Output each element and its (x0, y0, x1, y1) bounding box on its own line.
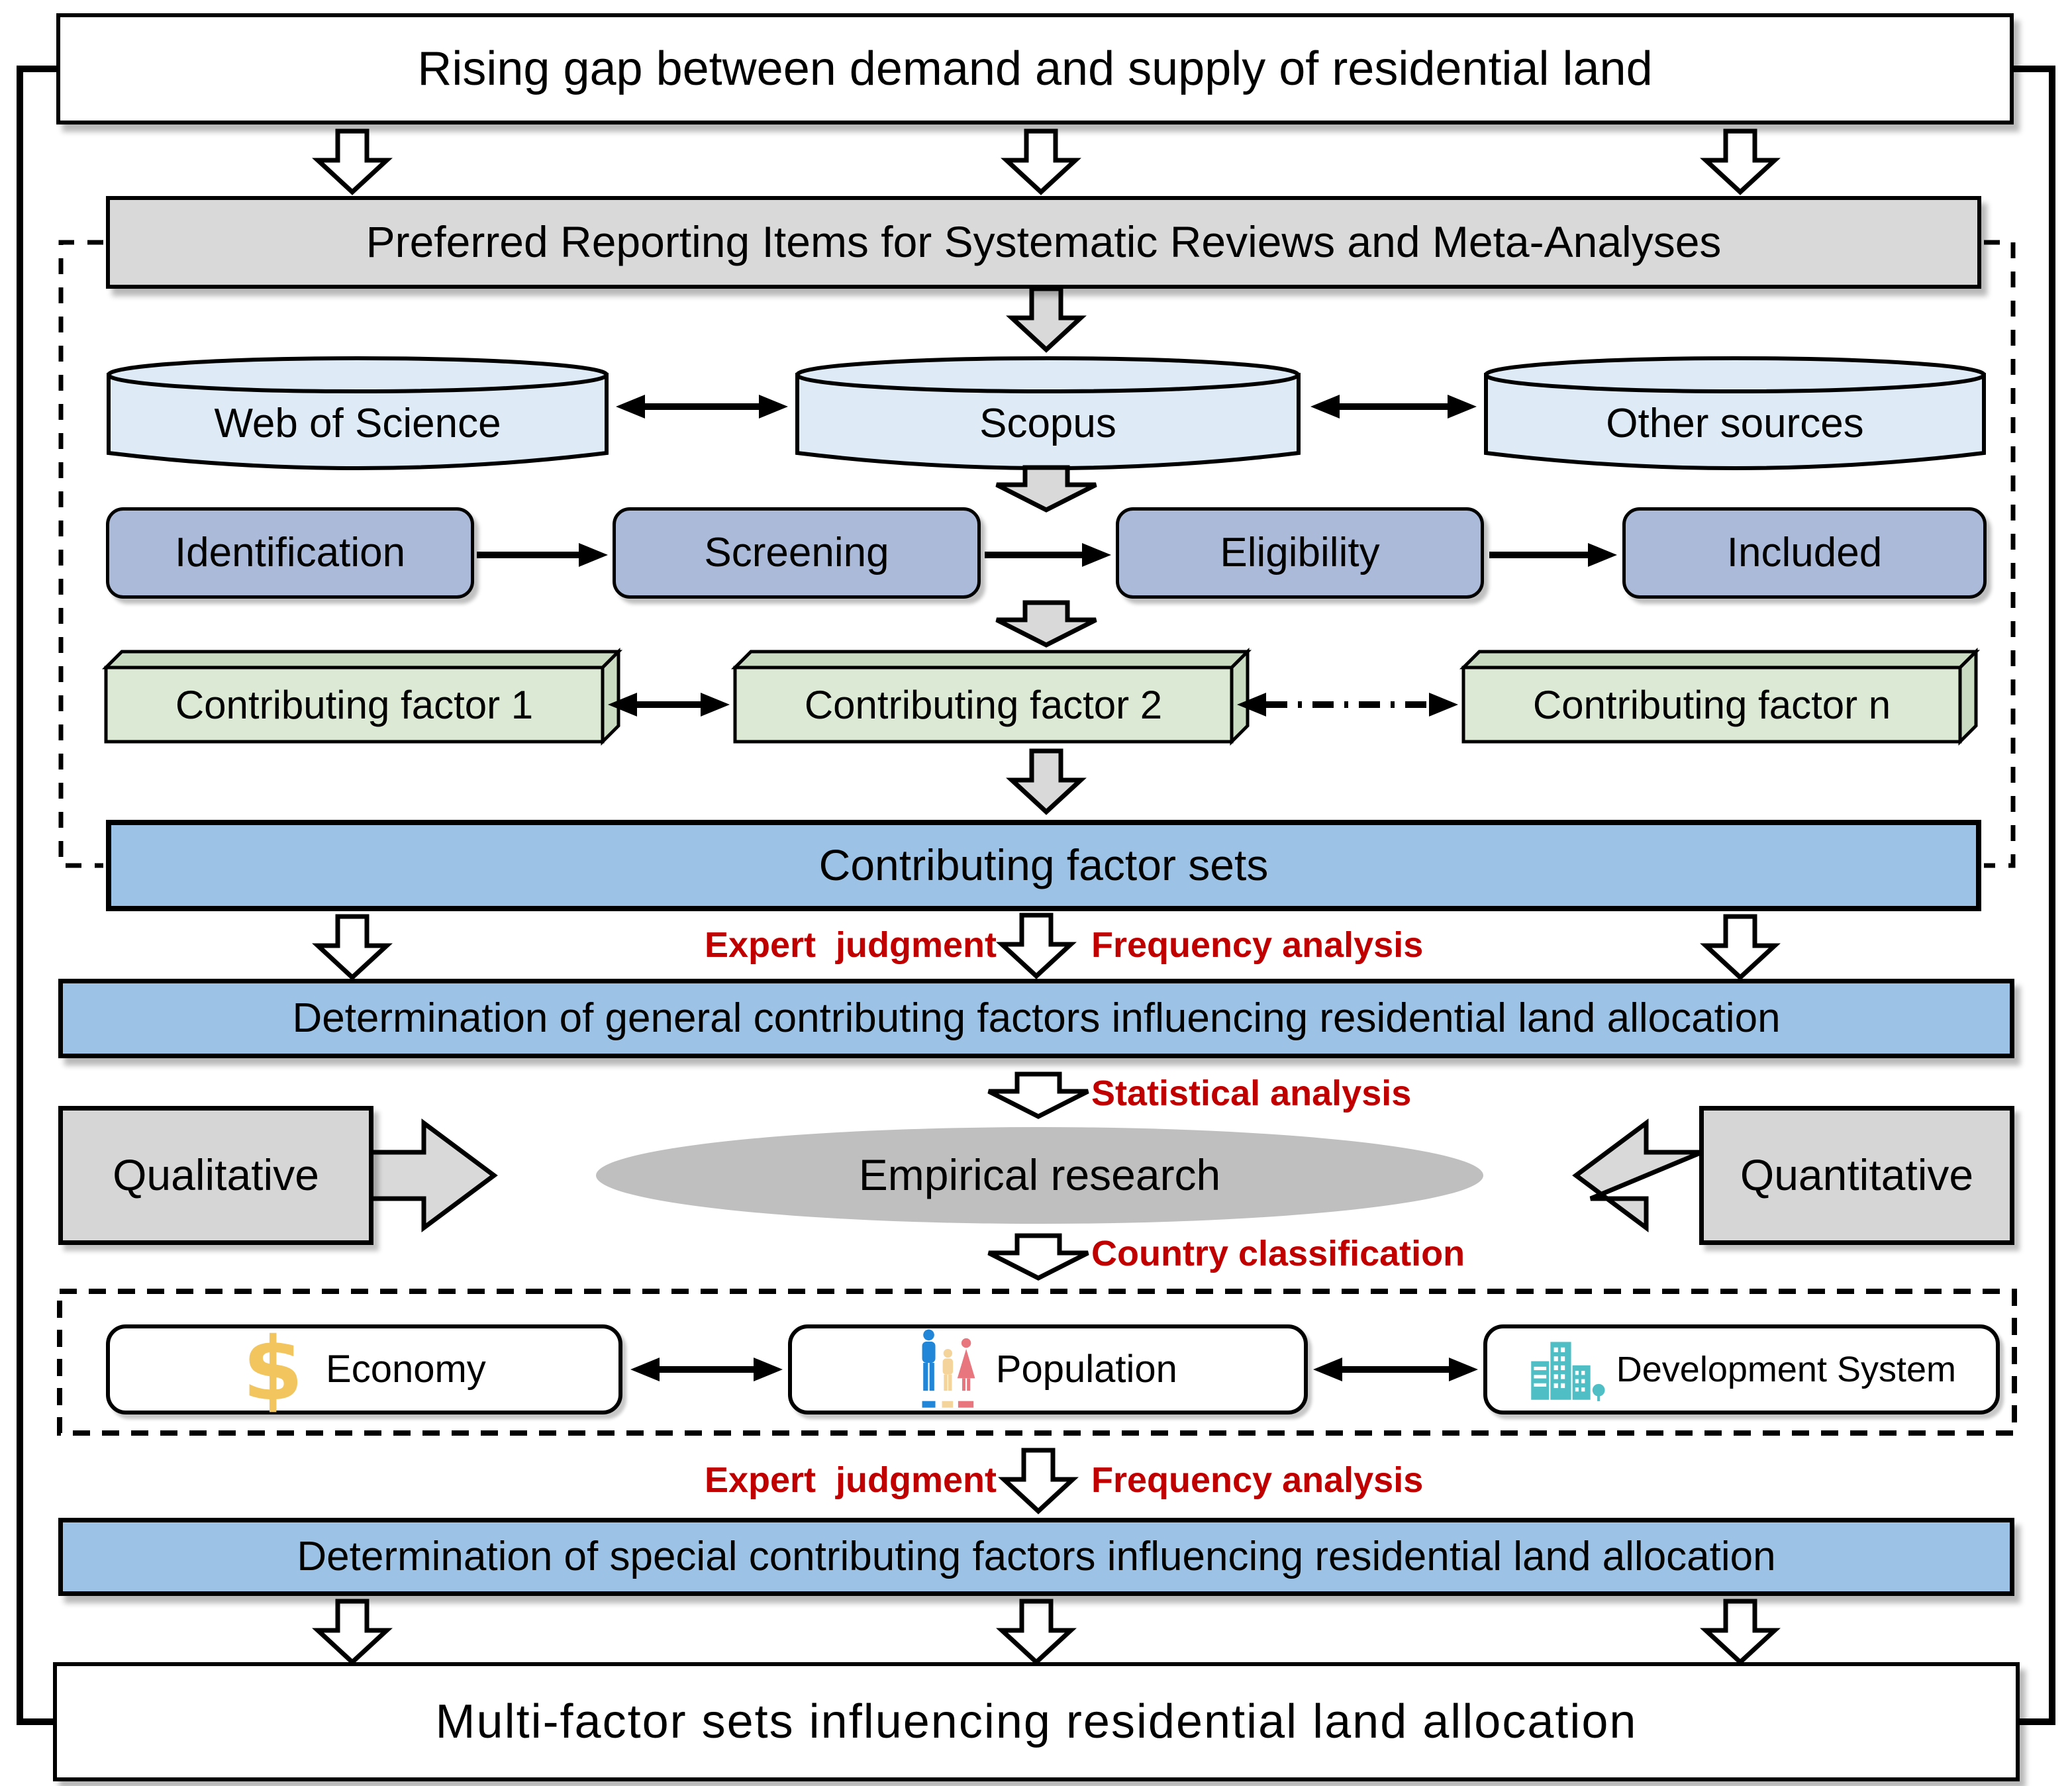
category-label-economy: Economy (326, 1347, 486, 1391)
category-label-population: Population (995, 1347, 1177, 1391)
down-arrow (998, 1448, 1079, 1514)
block-arrow-left (1572, 1118, 1703, 1232)
quantitative-box: Quantitative (1699, 1106, 2014, 1245)
buildings-icon (1531, 1342, 1605, 1401)
down-arrow (996, 913, 1077, 979)
label-frequency-analysis-2: Frequency analysis (1091, 1460, 1424, 1500)
dashed-bracket-left (58, 240, 103, 868)
special-determination-bar: Determination of special contributing fa… (58, 1518, 2014, 1596)
category-box-development-system: Development System (1483, 1324, 2000, 1414)
block-arrow-right (366, 1118, 498, 1232)
prisma-box: Preferred Reporting Items for Systematic… (106, 196, 1981, 289)
category-label-development-system: Development System (1616, 1349, 1956, 1389)
down-arrow (1006, 286, 1087, 353)
general-determination-bar: Determination of general contributing fa… (58, 979, 2014, 1058)
down-arrow (1700, 914, 1781, 981)
factor-box-2: Contributing factor 2 (804, 683, 1163, 728)
factor-sets-bar: Contributing factor sets (106, 820, 1981, 911)
database-cylinders (107, 356, 1986, 470)
down-arrow (995, 465, 1097, 513)
stage-box-eligibility: Eligibility (1116, 507, 1484, 599)
problem-box: Rising gap between demand and supply of … (56, 13, 2014, 124)
label-frequency-analysis-1: Frequency analysis (1091, 924, 1424, 965)
down-arrow (996, 1599, 1077, 1665)
factor-3d-boxes (101, 647, 1981, 746)
stage-box-screening: Screening (613, 507, 981, 599)
category-box-economy: $ Economy (106, 1324, 622, 1414)
down-arrow (995, 600, 1097, 648)
horizontal-arrows (477, 395, 1617, 1381)
dashed-country-frame (57, 1289, 2017, 1436)
down-arrow (312, 914, 393, 981)
stage-box-identification: Identification (106, 507, 474, 599)
down-arrow (1001, 128, 1081, 195)
down-arrow (987, 1071, 1089, 1119)
factor-box-1: Contributing factor 1 (175, 683, 534, 728)
people-icon (922, 1329, 975, 1408)
database-web-of-science: Web of Science (214, 401, 501, 447)
factor-box-n: Contributing factor n (1532, 683, 1891, 728)
down-arrow (1700, 128, 1781, 195)
flow-down-arrows (312, 128, 1781, 1665)
down-arrow (1006, 748, 1087, 815)
stage-box-included: Included (1622, 507, 1987, 599)
label-expert-judgment-1: Expert judgment (704, 924, 997, 965)
label-statistical-analysis: Statistical analysis (1091, 1073, 1412, 1113)
label-expert-judgment-2: Expert judgment (704, 1460, 997, 1500)
down-arrow (987, 1233, 1089, 1281)
connector-right (2012, 66, 2055, 1725)
dashed-bracket-right (1984, 240, 2016, 868)
connector-left (17, 66, 60, 1725)
outcome-box: Multi-factor sets influencing residentia… (53, 1662, 2020, 1781)
dollar-icon: $ (242, 1318, 304, 1420)
database-other-sources: Other sources (1606, 401, 1864, 447)
label-country-classification: Country classification (1091, 1233, 1465, 1273)
category-box-population: Population (788, 1324, 1308, 1414)
qualitative-box: Qualitative (58, 1106, 373, 1245)
database-scopus: Scopus (979, 401, 1116, 447)
empirical-research-ellipse: Empirical research (596, 1127, 1483, 1224)
down-arrow (312, 1599, 393, 1665)
down-arrow (1700, 1599, 1781, 1665)
down-arrow (312, 128, 393, 195)
